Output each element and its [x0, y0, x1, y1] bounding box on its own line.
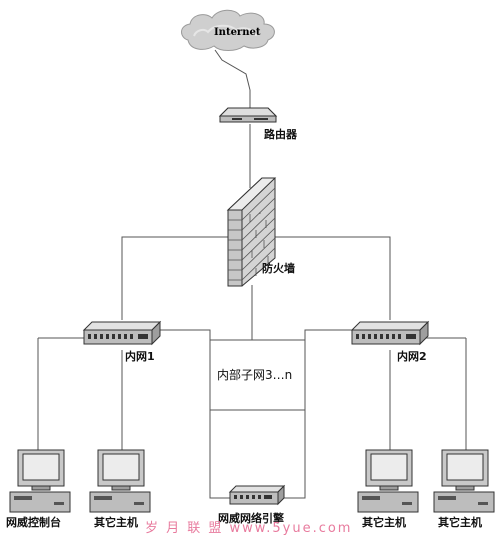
internet-label: Internet [214, 27, 261, 38]
router-icon [218, 107, 278, 123]
firewall-icon [226, 177, 277, 287]
lan2-hub-icon [350, 320, 430, 346]
host-a-computer-icon [89, 449, 151, 513]
host-b-computer-icon [357, 449, 419, 513]
host-c-label: 其它主机 [438, 516, 482, 529]
link-lan1-engine [160, 329, 234, 499]
console-computer-icon [9, 449, 71, 513]
host-b-label: 其它主机 [362, 516, 406, 529]
console-label: 网威控制台 [6, 516, 61, 529]
watermark-text: 岁 月 联 盟 www.5yue.com [145, 521, 353, 536]
link-lan2-engine [282, 329, 352, 499]
lan1-hub-icon [82, 320, 162, 346]
connection-lines [37, 49, 467, 499]
host-a-label: 其它主机 [94, 516, 138, 529]
subnet-label: 内部子网3…n [217, 368, 293, 382]
internet-cloud-icon [181, 9, 275, 51]
host-c-computer-icon [433, 449, 495, 513]
router-label: 路由器 [264, 128, 297, 141]
engine-device-icon [228, 484, 286, 506]
link-internet-router [214, 49, 251, 108]
lan2-label: 内网2 [397, 350, 427, 363]
firewall-label: 防火墙 [262, 262, 295, 275]
engine-label: 网威网络引擎 [218, 512, 284, 525]
lan1-label: 内网1 [125, 350, 155, 363]
